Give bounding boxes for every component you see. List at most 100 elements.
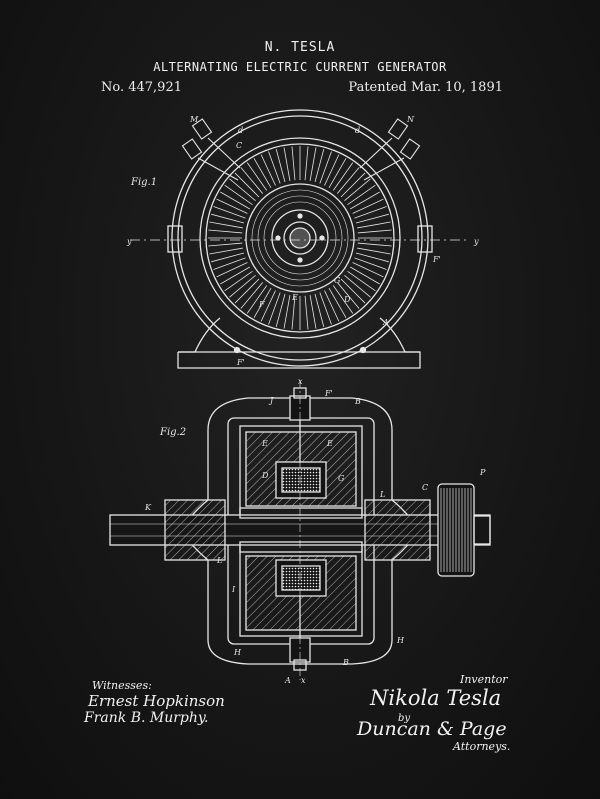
winding-line <box>357 247 391 255</box>
winding-line <box>229 274 256 298</box>
winding-line <box>268 151 281 184</box>
attorneys-label: Attorneys. <box>453 740 511 753</box>
winding-line <box>340 278 366 304</box>
fig1-letter-m: M <box>189 115 199 124</box>
winding-line <box>319 151 332 184</box>
fig1-label: Fig.1 <box>130 177 157 188</box>
winding-line <box>314 149 325 183</box>
winding-line <box>253 158 272 188</box>
fig2-letter-x-bot: x <box>301 676 306 685</box>
winding-line <box>347 270 376 292</box>
winding-line <box>283 147 291 181</box>
winding-line <box>291 146 296 181</box>
fig1-letter-d2: d <box>355 126 360 135</box>
fig2-letter-e2: E <box>326 439 333 448</box>
winding-line <box>324 290 340 322</box>
winding-line <box>208 242 243 247</box>
patent-number: No. 447,921 <box>101 80 182 95</box>
winding-line <box>304 146 309 181</box>
winding-line <box>246 285 268 314</box>
fig1-letter-n: N <box>406 115 415 124</box>
winding-line <box>319 292 332 325</box>
winding-line <box>220 266 250 285</box>
fig1-letter-g: G <box>334 276 341 285</box>
winding-line <box>275 293 286 327</box>
figure-1-front-view <box>130 109 470 369</box>
fig2-letter-j: J <box>268 396 274 405</box>
winding-line <box>332 285 354 314</box>
winding-line <box>309 295 317 329</box>
fig1-letter-e: E <box>291 293 298 302</box>
fig2-label: Fig.2 <box>159 427 186 438</box>
fig2-letter-b: B <box>354 397 361 406</box>
winding-line <box>234 278 260 304</box>
fig2-letter-p: P <box>479 468 486 477</box>
patent-title: ALTERNATING ELECTRIC CURRENT GENERATOR <box>153 60 447 74</box>
attorneys-signature: Duncan & Page <box>357 718 507 740</box>
fig2-letter-l2: L <box>216 556 222 565</box>
fig1-letter-f1: F' <box>236 358 245 367</box>
inventor-name: N. TESLA <box>264 40 336 55</box>
fig2-letter-h2: H <box>396 636 405 645</box>
inventor-label: Inventor <box>460 673 508 686</box>
winding-line <box>246 162 268 191</box>
winding-line <box>253 288 272 318</box>
fig2-letter-l1: L <box>379 490 385 499</box>
winding-line <box>328 288 347 318</box>
winding-line <box>355 252 389 263</box>
winding-line <box>234 172 260 198</box>
witnesses-label: Witnesses: <box>92 679 152 692</box>
winding-line <box>309 147 317 181</box>
winding-line <box>213 206 246 219</box>
winding-line <box>216 198 248 214</box>
winding-line <box>357 221 391 229</box>
inventor-signature: Nikola Tesla <box>370 686 502 710</box>
fig1-letter-d: D <box>343 295 351 304</box>
winding-line <box>354 206 387 219</box>
winding-line <box>224 270 253 292</box>
witness-2-signature: Frank B. Murphy. <box>84 710 209 726</box>
fig1-letter-y-left: y <box>126 237 132 246</box>
winding-line <box>240 282 264 309</box>
fig2-letter-a: A <box>284 676 291 685</box>
winding-line <box>336 167 360 194</box>
winding-line <box>314 293 325 327</box>
winding-line <box>229 178 256 202</box>
patent-date: Patented Mar. 10, 1891 <box>348 80 503 95</box>
winding-line <box>213 257 246 270</box>
winding-line <box>209 247 243 255</box>
fig2-letter-e1: E <box>261 439 268 448</box>
winding-line <box>350 191 380 210</box>
winding-line <box>260 290 276 322</box>
fig1-letter-a: A <box>382 318 389 327</box>
fig2-letter-h1: H <box>233 648 242 657</box>
fig2-letter-k: K <box>144 503 152 512</box>
winding-line <box>224 184 253 206</box>
fig1-letter-f: F <box>258 300 265 309</box>
fig2-letter-g: G <box>338 474 345 483</box>
winding-line <box>354 257 387 270</box>
winding-line <box>209 221 243 229</box>
winding-line <box>240 167 264 194</box>
fig1-letter-c: C <box>236 141 242 150</box>
winding-line <box>344 178 371 202</box>
winding-line <box>357 229 392 234</box>
winding-line <box>357 242 392 247</box>
fig2-letter-d: D <box>261 471 269 480</box>
fig2-letter-c: C <box>422 483 428 492</box>
winding-line <box>211 213 245 224</box>
winding-line <box>328 158 347 188</box>
winding-line <box>211 252 245 263</box>
fig1-letter-d1: d <box>238 126 243 135</box>
figure-2-section-view <box>109 380 491 680</box>
fig1-letter-f2: F' <box>432 255 441 264</box>
winding-line <box>355 213 389 224</box>
witness-1-signature: Ernest Hopkinson <box>88 692 225 710</box>
winding-line <box>283 295 291 329</box>
winding-line <box>275 149 286 183</box>
winding-line <box>336 282 360 309</box>
winding-line <box>220 191 250 210</box>
winding-line <box>340 172 366 198</box>
